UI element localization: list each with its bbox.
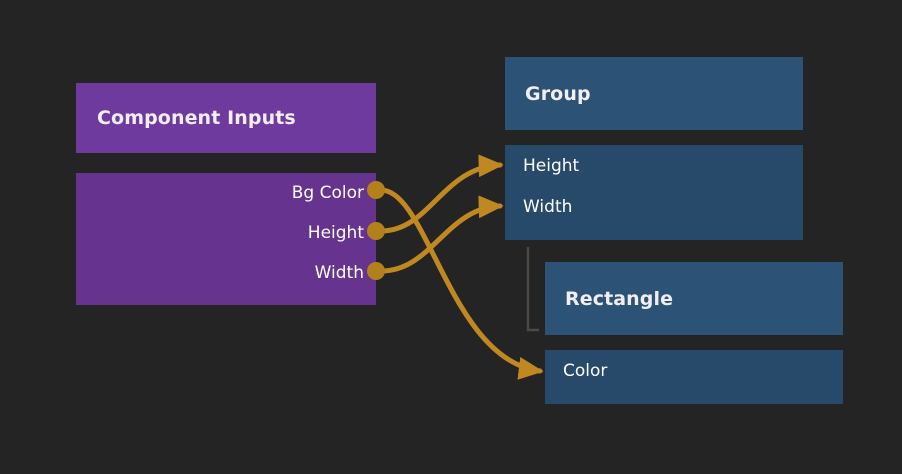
node-group[interactable]: Group Height Width	[505, 57, 803, 240]
node-group-header[interactable]: Group	[505, 57, 803, 130]
group-to-rectangle-bracket	[526, 247, 539, 332]
node-component-inputs-body: Bg Color Height Width	[76, 173, 376, 305]
node-rectangle-header[interactable]: Rectangle	[545, 262, 843, 335]
node-rectangle-title: Rectangle	[565, 287, 674, 310]
output-port-bg-color[interactable]: Bg Color	[76, 173, 376, 213]
port-dot-width[interactable]	[367, 262, 385, 280]
input-port-group-height[interactable]: Height	[505, 145, 803, 186]
node-group-body: Height Width	[505, 145, 803, 240]
edge-width-to-group-width	[378, 195, 504, 274]
node-component-inputs-title: Component Inputs	[97, 107, 296, 129]
input-port-group-width-label: Width	[523, 196, 573, 217]
output-port-width-label: Width	[314, 263, 364, 283]
output-port-height-label: Height	[307, 223, 364, 243]
input-port-rectangle-color[interactable]: Color	[545, 350, 843, 391]
output-port-width[interactable]: Width	[76, 253, 376, 293]
node-rectangle[interactable]: Rectangle Color	[545, 262, 843, 404]
input-port-group-width[interactable]: Width	[505, 186, 803, 227]
node-component-inputs[interactable]: Component Inputs Bg Color Height Width	[76, 83, 376, 305]
edge-height-to-group-height	[378, 154, 504, 234]
port-dot-height[interactable]	[367, 222, 385, 240]
node-component-inputs-header[interactable]: Component Inputs	[76, 83, 376, 153]
input-port-group-height-label: Height	[523, 155, 580, 176]
node-group-title: Group	[525, 82, 591, 105]
port-dot-bg-color[interactable]	[367, 181, 385, 199]
input-port-rectangle-color-label: Color	[563, 360, 608, 381]
output-port-bg-color-label: Bg Color	[291, 183, 364, 203]
node-rectangle-body: Color	[545, 350, 843, 404]
output-port-height[interactable]: Height	[76, 213, 376, 253]
